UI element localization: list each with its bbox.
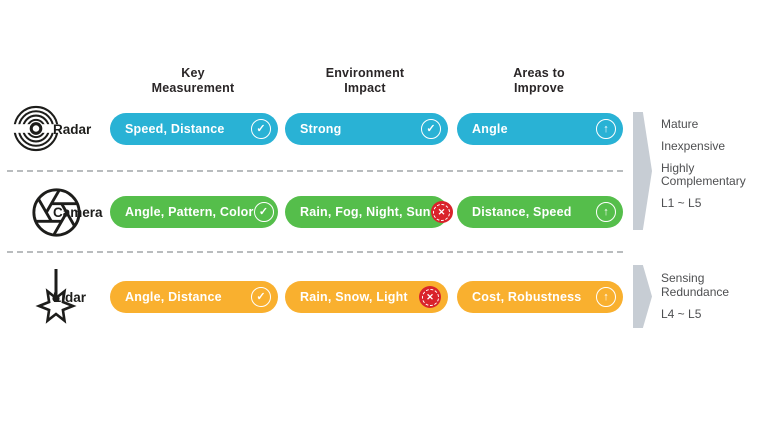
pill-label: Distance, Speed xyxy=(472,205,572,219)
pill-label: Rain, Fog, Night, Sun xyxy=(300,205,431,219)
cross-badge-icon: ✕ xyxy=(430,201,453,223)
cross-badge-icon: ✕ xyxy=(419,286,441,308)
annotation-line: Mature xyxy=(661,117,699,131)
up-arrow-circle-icon: ↑ xyxy=(596,119,616,139)
radar-key-measurement-pill: Speed, Distance ✓ xyxy=(110,113,278,145)
radar-icon xyxy=(13,105,59,152)
pill-label: Angle xyxy=(472,122,508,136)
camera-environment-impact-pill: Rain, Fog, Night, Sun ✕ xyxy=(285,196,453,228)
check-circle-icon: ✓ xyxy=(251,287,271,307)
camera-areas-to-improve-pill: Distance, Speed ↑ xyxy=(457,196,623,228)
lidar-environment-impact-pill: Rain, Snow, Light ✕ xyxy=(285,281,448,313)
annotation-level: L4 ~ L5 xyxy=(661,306,702,321)
radar-areas-to-improve-pill: Angle ↑ xyxy=(457,113,623,145)
row-divider xyxy=(7,251,623,253)
camera-aperture-icon xyxy=(32,188,81,237)
radar-environment-impact-pill: Strong ✓ xyxy=(285,113,448,145)
annotation-line: Inexpensive xyxy=(661,138,726,153)
pill-label: Strong xyxy=(300,122,342,136)
pill-label: Angle, Pattern, Color xyxy=(125,205,254,219)
up-arrow-circle-icon: ↑ xyxy=(596,287,616,307)
radar-camera-bracket xyxy=(633,112,652,230)
pill-label: Cost, Robustness xyxy=(472,290,582,304)
lidar-key-measurement-pill: Angle, Distance ✓ xyxy=(110,281,278,313)
sensor-label-radar: Radar xyxy=(53,122,92,137)
pill-label: Speed, Distance xyxy=(125,122,225,136)
sensor-label-camera: Camera xyxy=(53,205,103,220)
lidar-annotation: Sensing Redundance L4 ~ L5 xyxy=(661,271,768,329)
sensor-label-lidar: Lidar xyxy=(53,290,87,305)
row-divider xyxy=(7,170,623,172)
camera-key-measurement-pill: Angle, Pattern, Color ✓ xyxy=(110,196,278,228)
annotation-level: L1 ~ L5 xyxy=(661,196,702,211)
column-header-areas-to-improve: Areas to Improve xyxy=(513,66,565,96)
up-arrow-circle-icon: ↑ xyxy=(596,202,616,222)
radar-camera-annotation: Mature Inexpensive Highly Complementary … xyxy=(661,117,768,219)
lidar-areas-to-improve-pill: Cost, Robustness ↑ xyxy=(457,281,623,313)
column-header-key-measurement: Key Measurement xyxy=(151,66,235,96)
pill-label: Angle, Distance xyxy=(125,290,222,304)
pill-label: Rain, Snow, Light xyxy=(300,290,408,304)
column-header-environment-impact: Environment Impact xyxy=(325,66,405,96)
annotation-line: Highly Complementary xyxy=(661,160,746,189)
lidar-icon xyxy=(35,269,77,324)
annotation-line: Sensing Redundance xyxy=(661,271,730,299)
lidar-bracket xyxy=(633,265,652,328)
check-circle-icon: ✓ xyxy=(251,119,271,139)
check-circle-icon: ✓ xyxy=(421,119,441,139)
check-circle-icon: ✓ xyxy=(253,202,274,222)
